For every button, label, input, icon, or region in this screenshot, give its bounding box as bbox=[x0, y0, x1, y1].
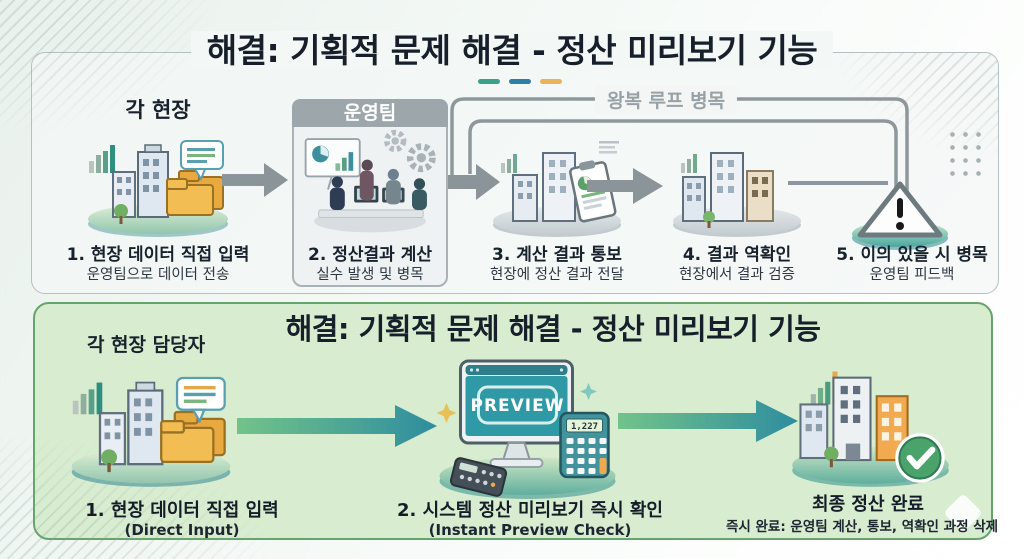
dots-grid-decoration bbox=[946, 128, 988, 182]
arrow-right-icon bbox=[222, 163, 288, 197]
gear-icon bbox=[384, 129, 436, 173]
green-arrow-right-icon bbox=[618, 400, 798, 442]
bar-chart-icon bbox=[72, 382, 103, 415]
preview-screen bbox=[465, 376, 568, 436]
bottom-step3-title: 최종 정산 완료 bbox=[812, 494, 924, 515]
chart-board-icon bbox=[304, 138, 361, 190]
preview-screen-text: PREVIEW bbox=[470, 396, 564, 416]
page-title: 해결: 기획적 문제 해결 - 정산 미리보기 기능 bbox=[0, 24, 1024, 72]
bottom-step1-title: 1. 현장 데이터 직접 입력 bbox=[85, 500, 279, 521]
dash-orange bbox=[540, 79, 562, 84]
buildings-icon bbox=[673, 152, 801, 237]
operations-team-header: 운영팀 bbox=[292, 99, 448, 127]
speech-bubble-icon bbox=[175, 376, 226, 424]
bar-chart-icon bbox=[89, 145, 115, 173]
bottom-step1-subtitle: (Direct Input) bbox=[124, 521, 240, 539]
title-underline-dashes bbox=[478, 79, 562, 84]
bottom-step2-title: 2. 시스템 정산 미리보기 즉시 확인 bbox=[397, 500, 663, 521]
arrow-right-icon bbox=[587, 168, 663, 204]
solution-title: 해결: 기획적 문제 해결 - 정산 미리보기 기능 bbox=[285, 312, 821, 346]
green-arrow-right-icon bbox=[237, 405, 437, 447]
step2-subtitle: 실수 발생 및 병목 bbox=[316, 267, 424, 283]
buildings-complete-check-icon bbox=[792, 371, 949, 487]
bottom-step1-heading: 각 현장 담당자 bbox=[86, 334, 206, 356]
step1-title: 1. 현장 데이터 직접 입력 bbox=[66, 245, 250, 265]
operations-team-icon bbox=[304, 129, 436, 233]
step4-title: 4. 결과 역확인 bbox=[682, 245, 792, 265]
dash-teal bbox=[478, 79, 500, 84]
monitor-icon: PREVIEW bbox=[459, 359, 574, 468]
bottom-step3-subtitle: 즉시 완료: 운영팀 계산, 통보, 역확인 과정 삭제 bbox=[725, 519, 999, 535]
buildings-folders-icon bbox=[88, 140, 228, 237]
calculator-icon bbox=[449, 457, 508, 497]
calculator-icon: 1,227 bbox=[559, 411, 610, 479]
folder-icon bbox=[160, 410, 226, 464]
step2-title: 2. 정산결과 계산 bbox=[308, 245, 432, 265]
buildings-folders-icon bbox=[71, 376, 231, 487]
person-icon bbox=[329, 159, 427, 210]
speech-bubble-icon bbox=[180, 140, 224, 182]
step4-subtitle: 현장에서 결과 검증 bbox=[679, 267, 795, 283]
folder-icon bbox=[166, 170, 224, 216]
step5-subtitle: 운영팀 피드백 bbox=[869, 267, 955, 283]
calculator-display: 1,227 bbox=[571, 422, 598, 432]
check-icon bbox=[895, 433, 945, 483]
warning-triangle-icon bbox=[852, 181, 948, 250]
bottom-step2-subtitle: (Instant Preview Check) bbox=[428, 521, 632, 539]
dash-blue bbox=[509, 79, 531, 84]
step1-subtitle: 운영팀으로 데이터 전송 bbox=[86, 267, 230, 283]
step3-title: 3. 계산 결과 통보 bbox=[492, 245, 622, 265]
step3-subtitle: 현장에 정산 결과 전달 bbox=[490, 267, 624, 283]
step1-heading: 각 현장 bbox=[125, 98, 191, 122]
step5-title: 5. 이의 있을 시 병목 bbox=[836, 245, 988, 265]
loop-bottleneck-label: 왕복 루프 병목 bbox=[594, 85, 738, 114]
preview-monitor-calculator-icon: PREVIEW 1,227 bbox=[436, 359, 616, 499]
